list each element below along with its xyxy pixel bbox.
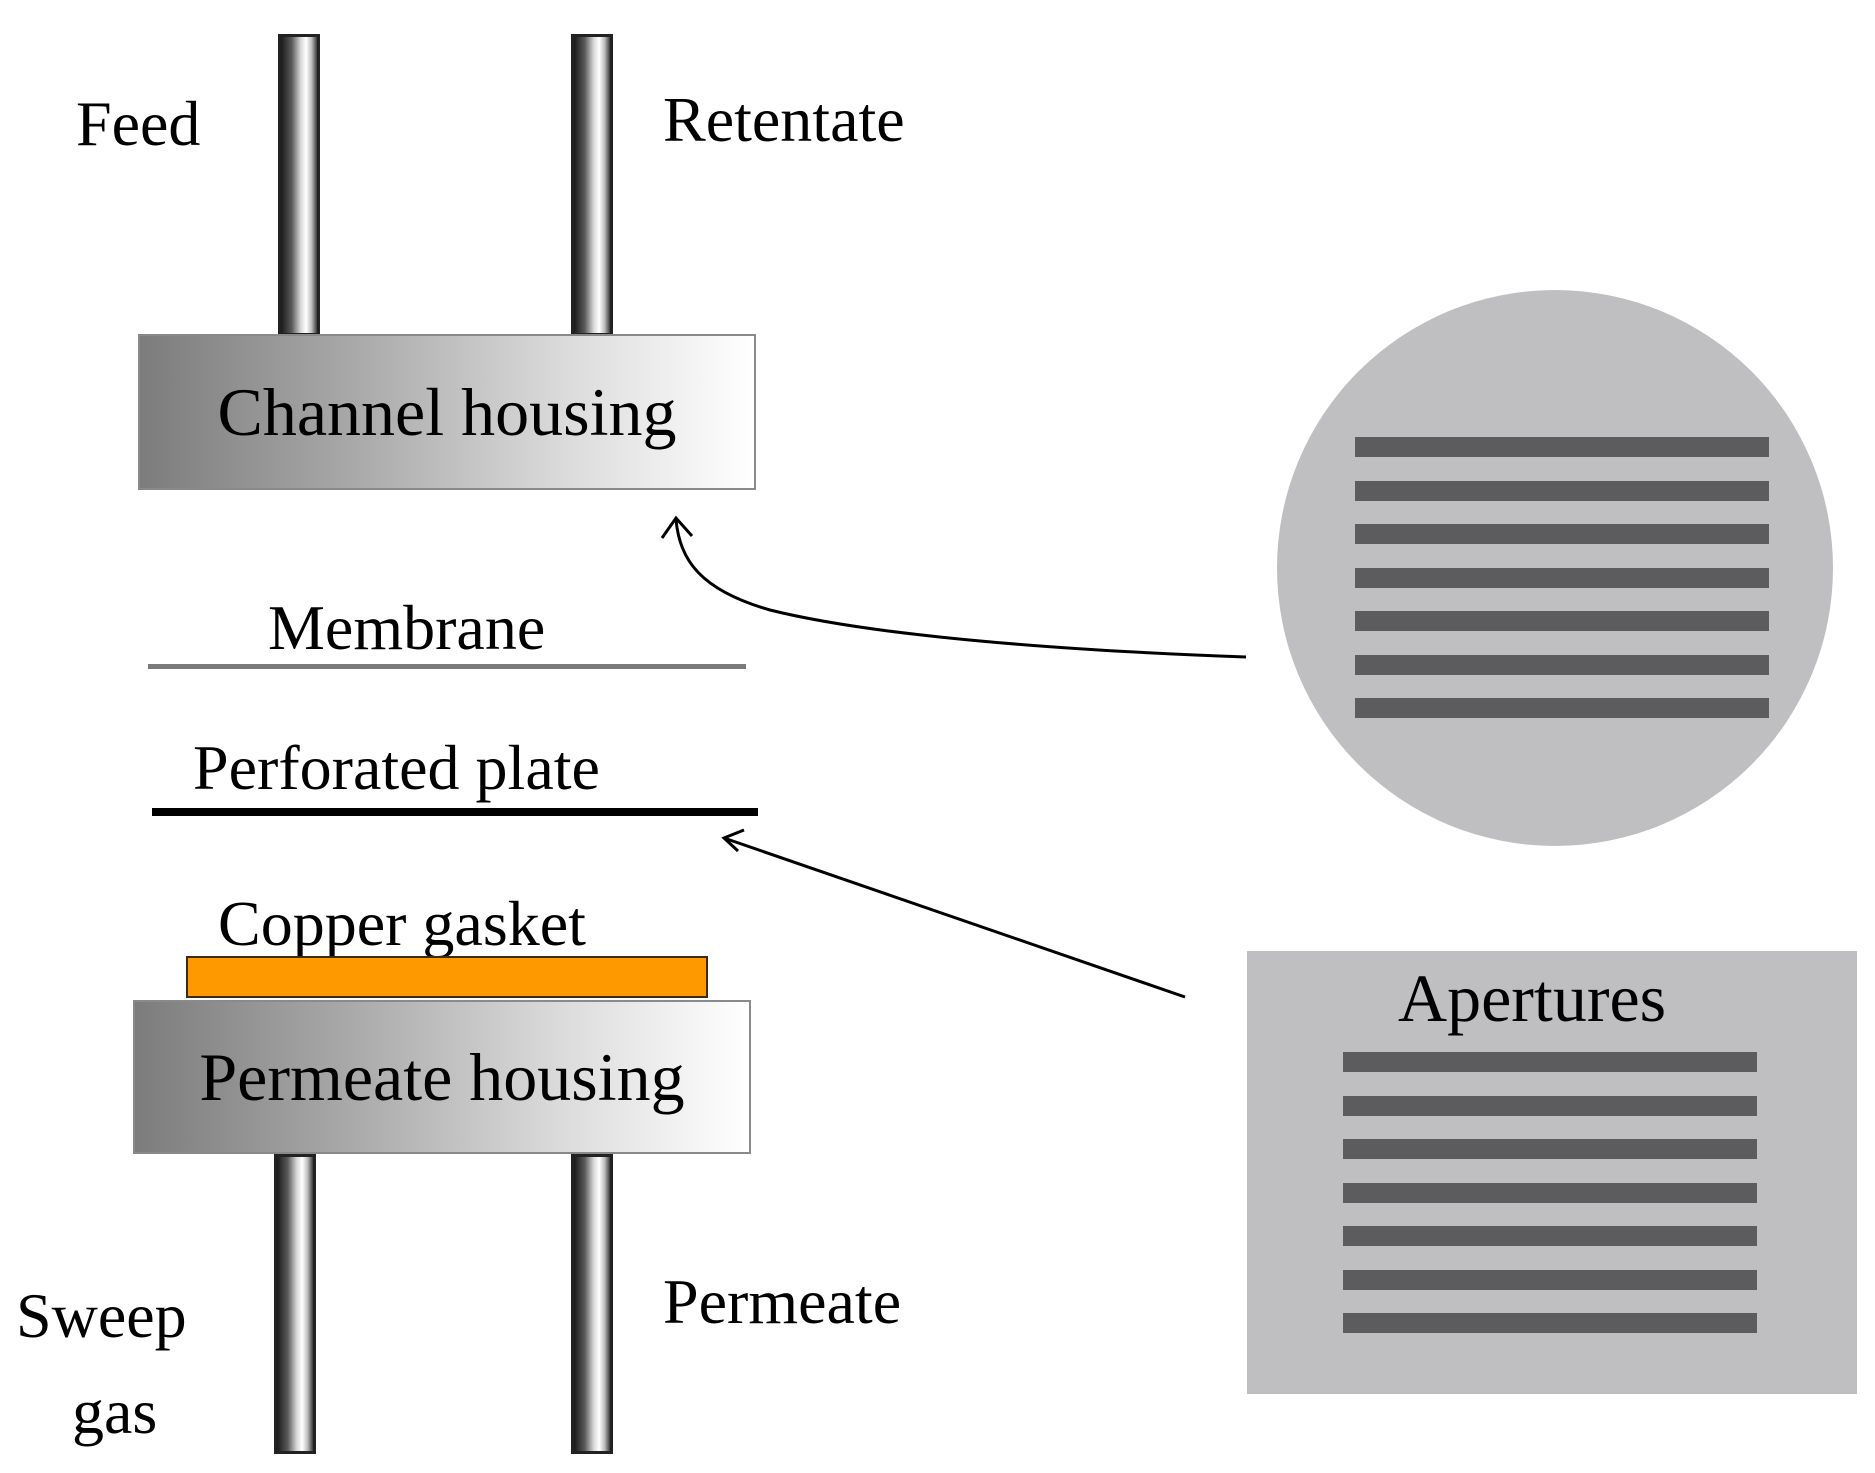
retentate-label: Retentate (663, 84, 905, 155)
membrane-disc-slot (1355, 437, 1769, 457)
perforated-plate-label: Perforated plate (193, 732, 600, 803)
sweep-gas-pipe (274, 1154, 316, 1454)
plate-to-perforated-arrowhead (721, 828, 745, 853)
copper-gasket-label: Copper gasket (218, 888, 586, 959)
feed-pipe (278, 34, 320, 336)
perforated-plate-line (152, 808, 758, 816)
aperture-slot (1343, 1095, 1757, 1116)
plate-to-perforated-arrow (723, 836, 1186, 999)
membrane-line (148, 664, 746, 669)
permeate-housing-label: Permeate housing (199, 1039, 685, 1115)
retentate-pipe (571, 34, 613, 336)
aperture-slot (1343, 1313, 1757, 1333)
feed-label: Feed (76, 88, 201, 159)
membrane-disc-slot (1355, 654, 1769, 675)
channel-housing-label: Channel housing (217, 374, 677, 450)
aperture-slot (1343, 1139, 1757, 1159)
permeate-label: Permeate (663, 1266, 902, 1337)
membrane-disc-slot (1355, 611, 1769, 631)
sweep-gas-label-line2: gas (72, 1376, 158, 1447)
membrane-disc-slot (1355, 524, 1769, 544)
aperture-slot (1343, 1052, 1757, 1072)
aperture-slot (1343, 1269, 1757, 1290)
aperture-slot (1343, 1226, 1757, 1246)
membrane-disc-slot (1355, 567, 1769, 588)
disc-to-channel-arrow (674, 519, 1247, 659)
membrane-label: Membrane (268, 592, 546, 663)
channel-housing: Channel housing (138, 334, 756, 490)
permeate-housing: Permeate housing (133, 1000, 751, 1154)
copper-gasket (186, 956, 708, 998)
aperture-slot (1343, 1182, 1757, 1203)
disc-to-channel-arrowhead (660, 515, 694, 539)
permeate-pipe (571, 1154, 613, 1454)
membrane-disc-slot (1355, 698, 1769, 718)
sweep-gas-label-line1: Sweep (16, 1280, 187, 1351)
apertures-label: Apertures (1398, 960, 1667, 1036)
membrane-disc-slot (1355, 480, 1769, 501)
